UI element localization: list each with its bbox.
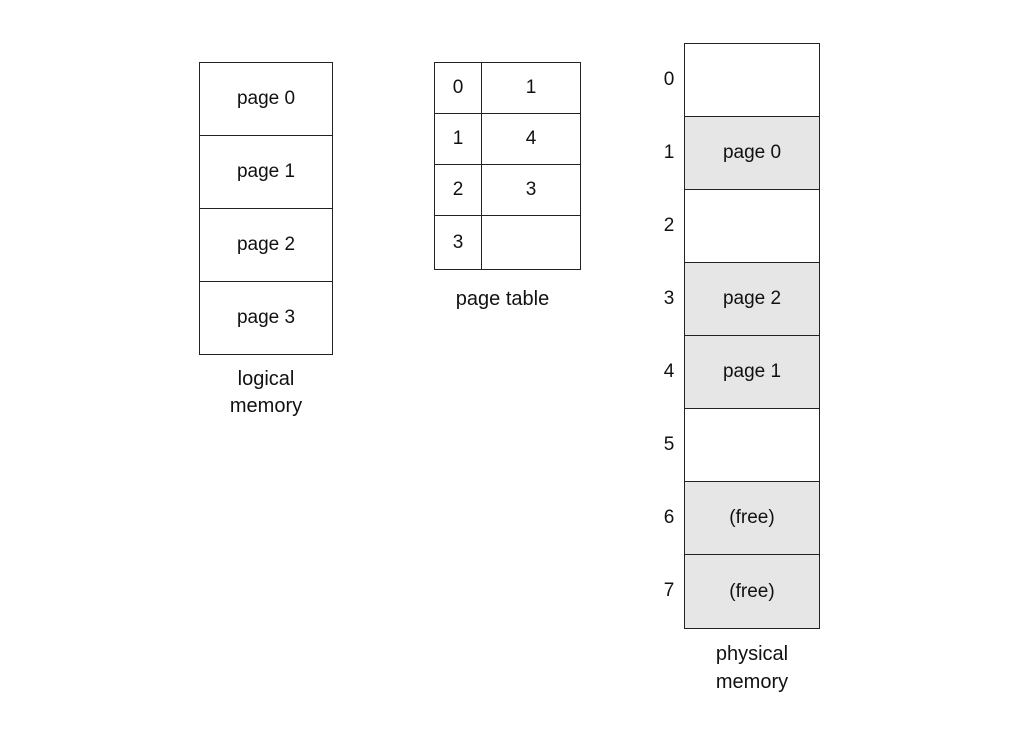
frame-number: 6	[663, 506, 675, 528]
frame-number: 1	[663, 141, 675, 163]
physical-frame-3: page 2	[685, 263, 819, 336]
frame-number: 0	[663, 68, 675, 90]
page-table-row: 1 4	[435, 114, 580, 165]
page-table-frame: 3	[525, 179, 537, 200]
physical-memory-caption-line1: physical	[715, 643, 789, 665]
logical-page-0: page 0	[200, 63, 332, 136]
physical-memory-caption-line2: memory	[715, 671, 789, 693]
frame-number: 2	[663, 214, 675, 236]
page-table-index: 0	[435, 63, 482, 113]
logical-page-1: page 1	[200, 136, 332, 209]
page-table-index: 1	[435, 114, 482, 164]
page-table-index: 3	[435, 216, 482, 269]
physical-frame-2	[685, 190, 819, 263]
frame-number: 7	[663, 579, 675, 601]
logical-memory-caption-line2: memory	[229, 395, 303, 417]
page-table-frame	[482, 216, 580, 269]
physical-frame-1: page 0	[685, 117, 819, 190]
page-table-frame: 4	[525, 128, 537, 149]
frame-numbers: 0 1 2 3 4 5 6 7	[655, 43, 683, 627]
page-table: 0 1 1 4 2 3 3	[434, 62, 581, 270]
logical-memory-caption: logical memory	[199, 366, 333, 420]
page-table-row: 2 3	[435, 165, 580, 216]
frame-number: 5	[663, 433, 675, 455]
page-table-frame: 1	[525, 77, 537, 98]
page-table-row: 3	[435, 216, 580, 269]
physical-memory-caption: physical memory	[684, 640, 820, 696]
physical-frame-0	[685, 44, 819, 117]
page-table-caption: page table	[455, 288, 550, 310]
page-table-index: 2	[435, 165, 482, 215]
physical-memory: page 0 page 2 page 1 (free) (free)	[684, 43, 820, 629]
logical-memory-caption-line1: logical	[237, 368, 295, 390]
page-table-row: 0 1	[435, 63, 580, 114]
frame-number: 3	[663, 287, 675, 309]
logical-memory: page 0 page 1 page 2 page 3	[199, 62, 333, 355]
physical-frame-4: page 1	[685, 336, 819, 409]
logical-page-2: page 2	[200, 209, 332, 282]
physical-frame-7: (free)	[685, 555, 819, 628]
logical-page-3: page 3	[236, 307, 296, 328]
physical-frame-5	[685, 409, 819, 482]
physical-frame-6: (free)	[685, 482, 819, 555]
frame-number: 4	[663, 360, 675, 382]
